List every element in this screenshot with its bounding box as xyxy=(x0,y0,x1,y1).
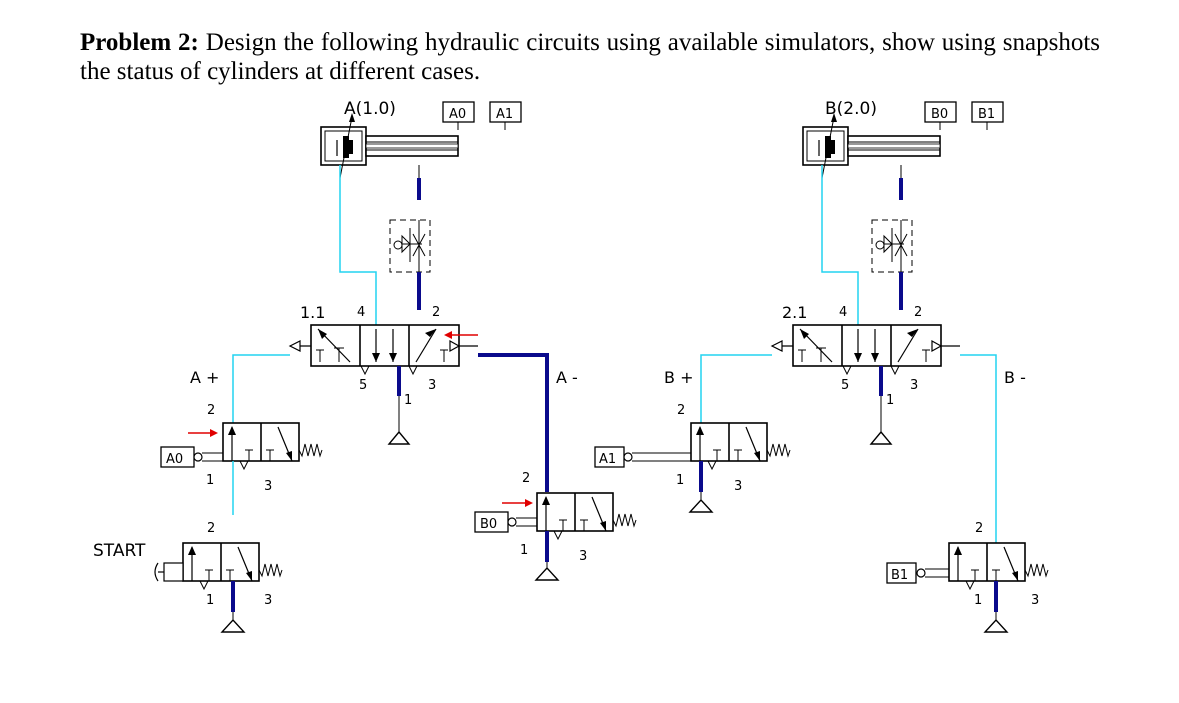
sv-b0-port-3: 3 xyxy=(579,549,587,564)
pilot-line-b-minus xyxy=(960,354,997,543)
pilot-line-a-plus xyxy=(232,354,290,423)
sensor-tag-a1-label: A1 xyxy=(496,107,513,122)
active-arrow-1-1 xyxy=(444,331,478,339)
active-arrow-b0 xyxy=(502,499,533,507)
valve-1-1-port-3: 3 xyxy=(428,378,436,393)
roller-tag-a0-label: A0 xyxy=(166,452,183,467)
sv-b0-port-2: 2 xyxy=(522,471,530,486)
problem-label: Problem 2: xyxy=(80,29,199,56)
cylinder-b-label: B(2.0) xyxy=(825,99,877,119)
valve-2-1-port-1: 1 xyxy=(886,393,894,408)
sensor-tag-a0: A0 xyxy=(442,101,475,130)
valve-1-1-label: 1.1 xyxy=(300,303,325,322)
problem-text: Design the following hydraulic circuits … xyxy=(80,29,1101,85)
sv-b1-port-2: 2 xyxy=(975,521,983,536)
signal-valve-a0: 2 1 3 A0 xyxy=(160,403,323,515)
valve-2-1-label: 2.1 xyxy=(782,303,807,322)
main-valve-2-1: 2.1 4 2 5 1 3 xyxy=(770,303,962,446)
pilot-label-a-minus: A - xyxy=(556,368,578,387)
sv-a1-port-1: 1 xyxy=(676,473,684,488)
sv-a1-port-3: 3 xyxy=(734,479,742,494)
start-port-3: 3 xyxy=(264,593,272,608)
sv-b1-port-1: 1 xyxy=(974,593,982,608)
cylinder-a-graphic xyxy=(319,111,460,327)
cylinder-b-graphic xyxy=(801,111,942,327)
sensor-tag-a0-label: A0 xyxy=(449,107,466,122)
valve-1-1-port-2: 2 xyxy=(432,305,440,320)
main-valve-1-1: 1.1 4 2 5 1 3 xyxy=(288,303,480,446)
cylinder-b: B(2.0) B0 B1 xyxy=(801,99,1004,327)
start-valve: START 2 1 3 xyxy=(93,521,283,633)
cylinder-a-label: A(1.0) xyxy=(344,99,396,119)
signal-valve-b0-graphic xyxy=(536,492,637,540)
signal-valve-b1: 2 1 3 B1 xyxy=(886,521,1049,633)
valve-1-1-port-1: 1 xyxy=(404,393,412,408)
sv-a0-port-1: 1 xyxy=(206,473,214,488)
signal-valve-a0-graphic xyxy=(222,422,323,470)
pressure-line-a-minus xyxy=(478,353,549,492)
signal-valve-b0: 2 1 3 B0 xyxy=(474,471,637,581)
valve-1-1-port-5: 5 xyxy=(359,378,367,393)
valve-2-1-port-4: 4 xyxy=(839,305,847,320)
sv-b0-port-1: 1 xyxy=(520,543,528,558)
sv-a0-port-2: 2 xyxy=(207,403,215,418)
valve-2-1-port-5: 5 xyxy=(841,378,849,393)
start-port-2: 2 xyxy=(207,521,215,536)
sensor-tag-b1: B1 xyxy=(971,101,1004,130)
sensor-tag-b0: B0 xyxy=(924,101,957,130)
sv-a1-port-2: 2 xyxy=(677,403,685,418)
cylinder-a: A(1.0) A0 A1 xyxy=(319,99,522,327)
main-valve-2-1-graphic xyxy=(770,323,962,446)
valve-2-1-port-2: 2 xyxy=(914,305,922,320)
roller-tag-a1-label: A1 xyxy=(599,452,616,467)
problem-statement: Problem 2: Design the following hydrauli… xyxy=(80,28,1100,86)
start-port-1: 1 xyxy=(206,593,214,608)
roller-tag-b1 xyxy=(886,562,917,584)
sensor-tag-a1: A1 xyxy=(489,101,522,130)
pilot-label-b-minus: B - xyxy=(1004,368,1026,387)
sensor-tag-b1-label: B1 xyxy=(978,107,995,122)
valve-2-1-port-3: 3 xyxy=(910,378,918,393)
sv-b1-port-3: 3 xyxy=(1031,593,1039,608)
signal-valve-b1-graphic xyxy=(948,542,1049,590)
pilot-label-b-plus: B + xyxy=(664,368,693,387)
pilot-line-b-plus xyxy=(700,354,772,423)
start-label: START xyxy=(93,541,146,561)
roller-tag-b1-label: B1 xyxy=(891,568,908,583)
sensor-tag-b0-label: B0 xyxy=(931,107,948,122)
pilot-label-a-plus: A + xyxy=(190,368,219,387)
active-arrow-a0 xyxy=(188,429,218,437)
valve-1-1-port-4: 4 xyxy=(357,305,365,320)
signal-valve-a1-graphic xyxy=(690,422,791,470)
sv-a0-port-3: 3 xyxy=(264,479,272,494)
main-valve-1-1-graphic xyxy=(288,323,480,446)
roller-tag-b0-label: B0 xyxy=(480,517,497,532)
signal-valve-a1: 2 1 3 A1 xyxy=(594,403,791,513)
